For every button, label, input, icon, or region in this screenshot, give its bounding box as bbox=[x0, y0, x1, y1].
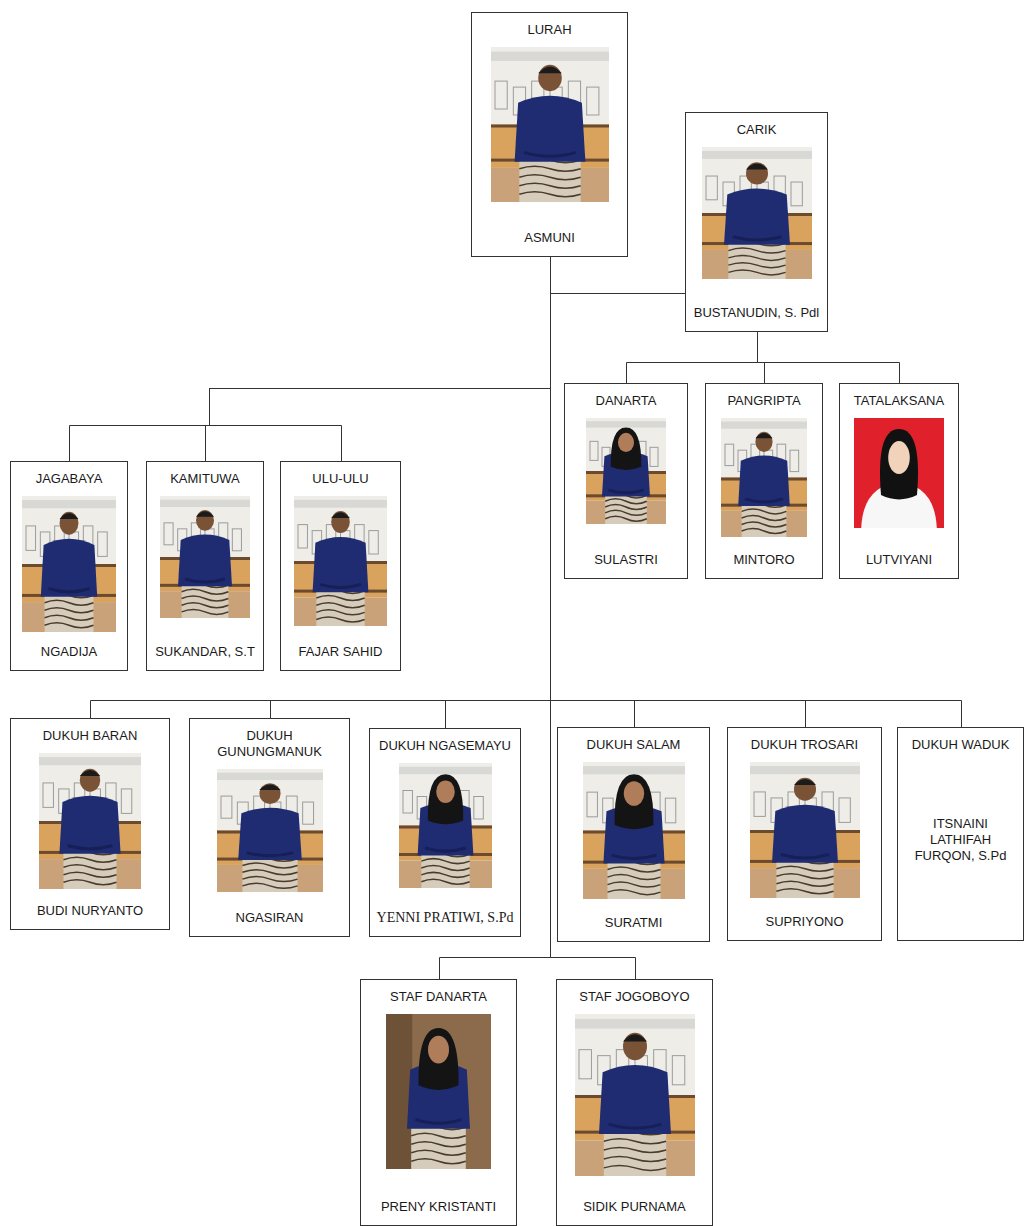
portrait-photo bbox=[721, 418, 807, 537]
position-title: STAF JOGOBOYO bbox=[579, 989, 689, 1005]
position-title: ULU-ULU bbox=[312, 471, 368, 487]
photo-frame bbox=[39, 753, 141, 889]
connector bbox=[271, 258, 551, 719]
portrait-photo bbox=[750, 762, 860, 898]
position-title: LURAH bbox=[527, 22, 571, 38]
org-box: JAGABAYA NGADIJA bbox=[10, 461, 128, 671]
org-box: PANGRIPTA MINTORO bbox=[705, 383, 823, 579]
portrait-photo bbox=[586, 418, 666, 524]
portrait-photo bbox=[399, 763, 492, 888]
position-title: DANARTA bbox=[596, 393, 657, 409]
person-name: MINTORO bbox=[733, 544, 794, 568]
person-name: FAJAR SAHID bbox=[299, 636, 383, 660]
position-title: JAGABAYA bbox=[36, 471, 103, 487]
connector bbox=[70, 258, 551, 462]
photo-frame bbox=[217, 769, 323, 892]
photo-frame bbox=[586, 418, 666, 524]
portrait-photo bbox=[294, 496, 387, 626]
person-name: ITSNAINI LATHIFAH FURQON, S.Pd bbox=[903, 808, 1018, 864]
person-name: SUKANDAR, S.T bbox=[155, 636, 255, 660]
person-name: LUTVIYANI bbox=[866, 544, 932, 568]
org-box: STAF DANARTA PRENY KRISTANTI bbox=[360, 979, 517, 1226]
photo-frame bbox=[721, 418, 807, 537]
photo-frame bbox=[583, 762, 685, 899]
portrait-photo bbox=[160, 496, 250, 618]
person-name: ASMUNI bbox=[524, 222, 575, 246]
portrait-photo bbox=[575, 1014, 695, 1176]
position-title: DUKUH GUNUNGMANUK bbox=[195, 728, 344, 760]
org-box: DUKUH BARAN BUDI NURYANTO bbox=[10, 718, 170, 930]
person-name: SURATMI bbox=[605, 907, 663, 931]
photo-frame bbox=[854, 418, 944, 528]
position-title: DUKUH NGASEMAYU bbox=[379, 738, 511, 754]
org-box: ULU-ULU FAJAR SAHID bbox=[280, 461, 401, 671]
position-title: PANGRIPTA bbox=[727, 393, 800, 409]
portrait-photo bbox=[583, 762, 685, 899]
position-title: DUKUH BARAN bbox=[43, 728, 138, 744]
org-box: DANARTA SULASTRI bbox=[564, 383, 688, 579]
position-title: CARIK bbox=[737, 122, 777, 138]
portrait-photo bbox=[491, 47, 609, 202]
portrait-photo bbox=[702, 147, 812, 279]
position-title: KAMITUWA bbox=[170, 471, 240, 487]
position-title: STAF DANARTA bbox=[390, 989, 487, 1005]
org-box: CARIK BUSTANUDIN, S. Pdl bbox=[685, 112, 828, 332]
photo-frame bbox=[750, 762, 860, 898]
portrait-photo bbox=[386, 1014, 491, 1169]
org-box: DUKUH NGASEMAYU YENNI PRATIWI, S.Pd bbox=[369, 728, 521, 937]
position-title: DUKUH WADUK bbox=[912, 737, 1010, 753]
portrait-photo bbox=[217, 769, 323, 892]
org-box: DUKUH GUNUNGMANUK NGASIRAN bbox=[189, 718, 350, 937]
connector bbox=[758, 333, 765, 384]
position-title: DUKUH TROSARI bbox=[751, 737, 858, 753]
position-title: DUKUH SALAM bbox=[587, 737, 681, 753]
org-box: DUKUH SALAM SURATMI bbox=[557, 727, 710, 942]
portrait-photo bbox=[22, 496, 116, 632]
connector bbox=[91, 258, 551, 719]
portrait-photo bbox=[39, 753, 141, 889]
org-box: TATALAKSANA LUTVIYANI bbox=[839, 383, 959, 579]
org-box: KAMITUWA SUKANDAR, S.T bbox=[146, 461, 264, 671]
person-name: NGADIJA bbox=[41, 636, 97, 660]
connector bbox=[206, 258, 551, 462]
photo-frame bbox=[22, 496, 116, 632]
person-name: BUSTANUDIN, S. Pdl bbox=[694, 297, 819, 321]
connector bbox=[551, 258, 686, 294]
person-name: YENNI PRATIWI, S.Pd bbox=[377, 902, 514, 926]
photo-frame bbox=[160, 496, 250, 618]
photo-frame bbox=[386, 1014, 491, 1169]
connector bbox=[627, 333, 758, 384]
connector bbox=[446, 258, 551, 729]
person-name: PRENY KRISTANTI bbox=[381, 1191, 496, 1215]
position-title: TATALAKSANA bbox=[854, 393, 944, 409]
org-box: DUKUH TROSARI SUPRIYONO bbox=[727, 727, 882, 941]
org-box: STAF JOGOBOYO SIDIK PURNAMA bbox=[556, 979, 713, 1226]
photo-frame bbox=[294, 496, 387, 626]
person-name: SULASTRI bbox=[594, 544, 658, 568]
org-box: LURAH ASMUNI bbox=[471, 12, 628, 257]
photo-frame bbox=[399, 763, 492, 888]
person-name: NGASIRAN bbox=[236, 902, 304, 926]
connector bbox=[210, 258, 551, 462]
person-name: SIDIK PURNAMA bbox=[583, 1191, 686, 1215]
photo-frame bbox=[491, 47, 609, 202]
connector bbox=[758, 333, 900, 384]
photo-frame bbox=[702, 147, 812, 279]
photo-frame bbox=[575, 1014, 695, 1176]
person-name: BUDI NURYANTO bbox=[37, 895, 143, 919]
org-box: DUKUH WADUK ITSNAINI LATHIFAH FURQON, S.P… bbox=[897, 727, 1024, 941]
portrait-photo bbox=[854, 418, 944, 528]
person-name: SUPRIYONO bbox=[765, 906, 843, 930]
